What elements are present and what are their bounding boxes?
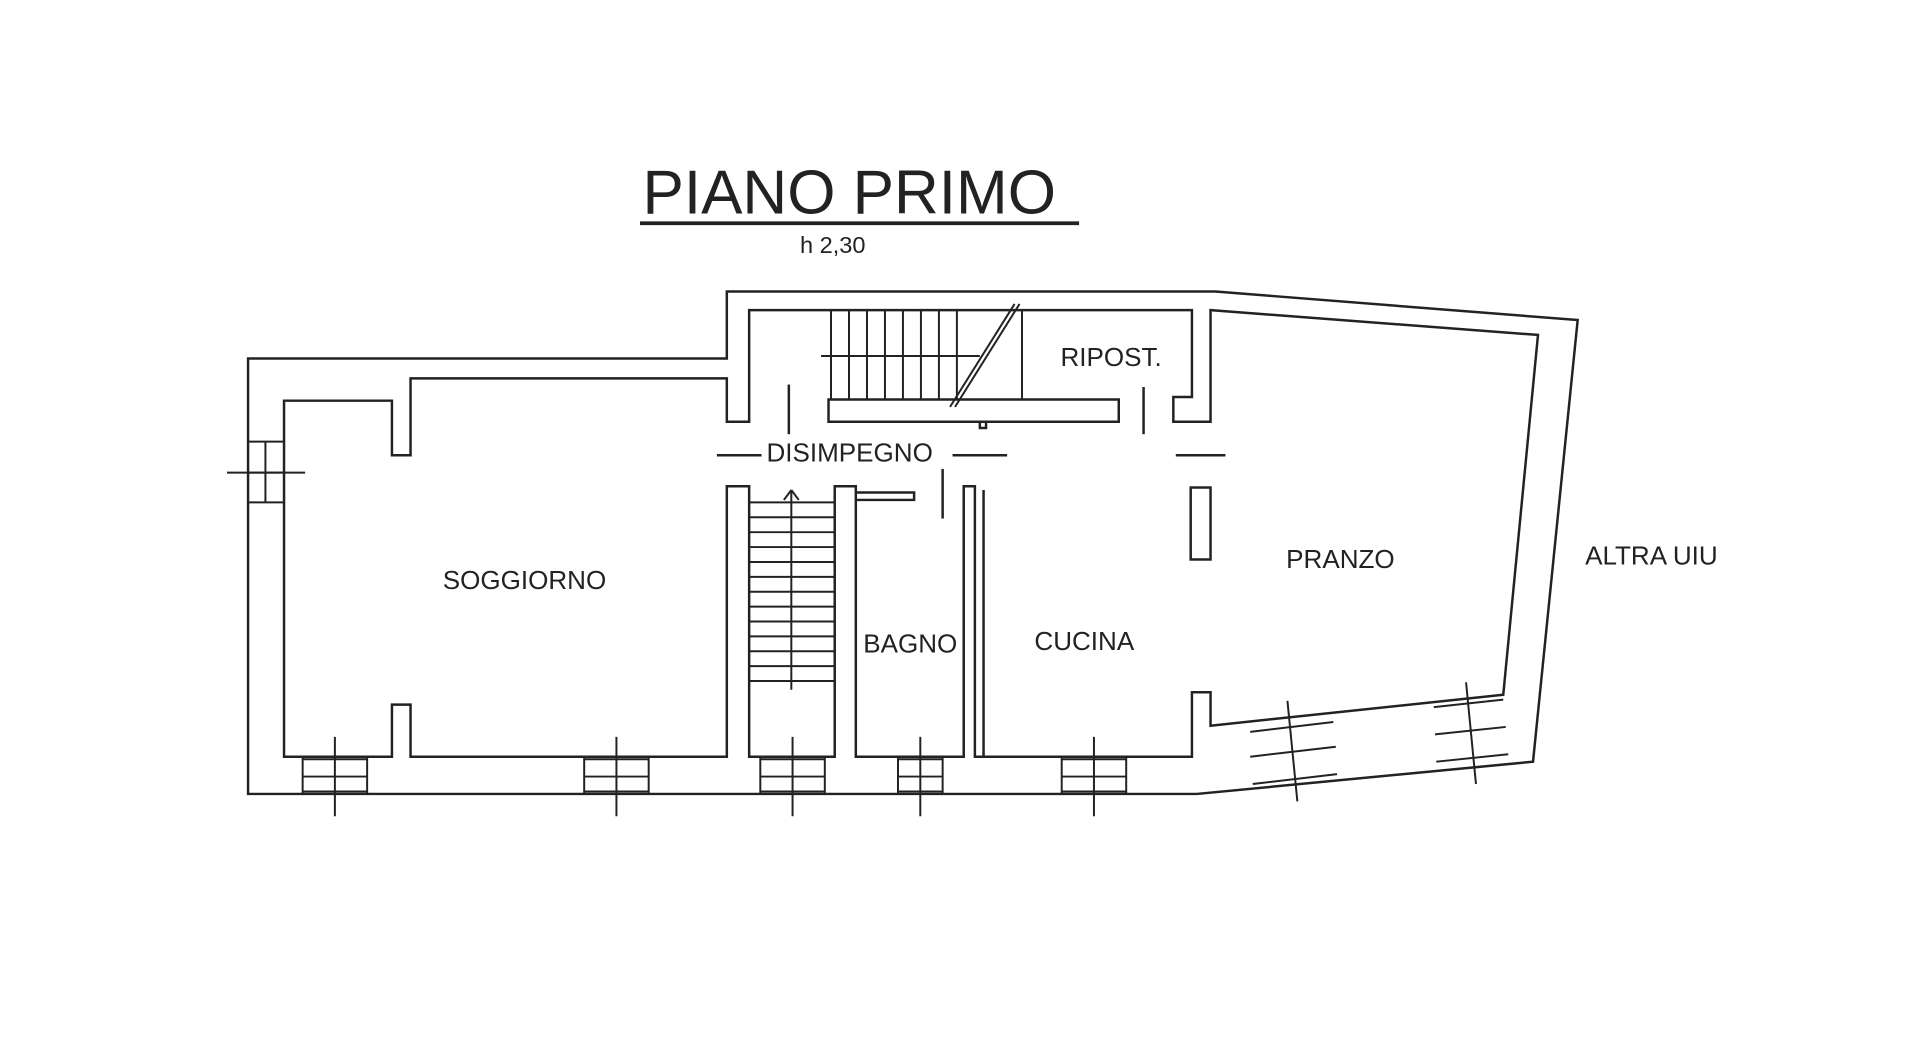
stair-arrow-head: [790, 489, 800, 501]
room-label-ripostiglio: RIPOST.: [1060, 342, 1161, 372]
window-axis: [1465, 682, 1477, 785]
height-note: h 2,30: [800, 232, 865, 258]
windows: [226, 440, 1509, 817]
label-altra-uiu: ALTRA UIU: [1585, 540, 1718, 570]
room-label-soggiorno: SOGGIORNO: [443, 565, 606, 595]
room-label-cucina: CUCINA: [1034, 626, 1134, 656]
room-label-pranzo: PRANZO: [1286, 544, 1394, 574]
window: [1436, 753, 1509, 763]
window: [1250, 720, 1334, 733]
stair-break-line: [954, 303, 1021, 408]
staircase: [749, 303, 1024, 690]
stair-break-line: [949, 303, 1016, 408]
window-axis: [1286, 700, 1299, 802]
room-label-disimpegno: DISIMPEGNO: [767, 437, 933, 467]
plan-title: PIANO PRIMO: [642, 158, 1055, 227]
stair-arrow-head: [783, 489, 793, 501]
walls: [246, 290, 1580, 796]
room-label-bagno: BAGNO: [863, 629, 957, 659]
